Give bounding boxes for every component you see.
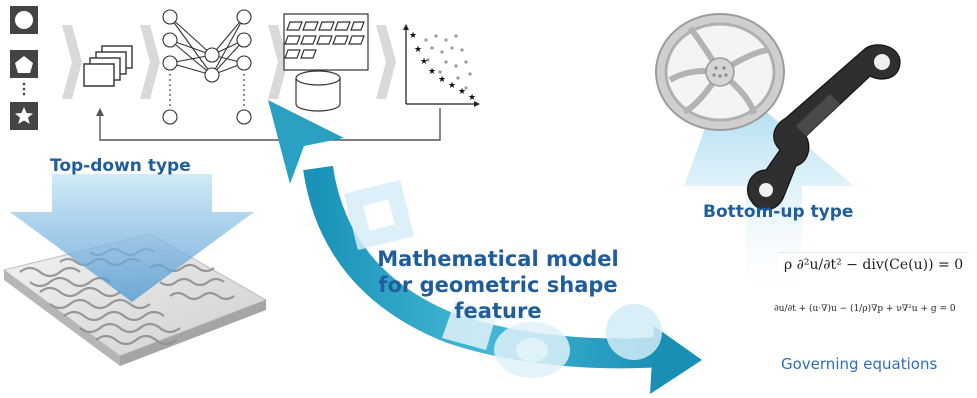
svg-text:★: ★ [420, 57, 428, 67]
model-double-arrow [268, 100, 702, 394]
navier-stokes-equation: ∂u/∂t + (u·∇)u − (1/ρ)∇p + ν∇²u + g = 0 [770, 302, 960, 316]
database-icon [283, 13, 369, 112]
bracket-part [747, 44, 901, 211]
documents-icon [83, 45, 133, 87]
governing-equations-label: Governing equations [781, 355, 938, 373]
pipeline-chevrons [62, 25, 396, 99]
neural-network-icon [162, 9, 252, 125]
wave-equation: ρ ∂²u/∂t² − div(Ce(u)) = 0 [778, 252, 970, 277]
svg-text:★: ★ [458, 87, 466, 97]
svg-text:★: ★ [448, 81, 456, 91]
model-label-line3: feature [454, 299, 542, 323]
top-down-arrow [10, 174, 254, 302]
model-label-line2: for geometric shape [378, 273, 618, 297]
svg-text:★: ★ [468, 93, 476, 103]
svg-text:★: ★ [414, 45, 422, 55]
svg-text:★: ★ [438, 75, 446, 85]
svg-text:★: ★ [428, 67, 436, 77]
svg-text:★: ★ [409, 31, 417, 41]
scatter-plot-icon: ★★★ ★★★ ★★ [403, 24, 480, 107]
top-down-label: Top-down type [50, 156, 191, 176]
bottom-up-label: Bottom-up type [703, 202, 854, 222]
model-label: Mathematical model for geometric shape f… [318, 246, 678, 324]
feedback-loop [96, 108, 441, 141]
shape-icons [10, 6, 38, 130]
model-label-line1: Mathematical model [377, 247, 619, 271]
wheel-part [655, 13, 785, 131]
